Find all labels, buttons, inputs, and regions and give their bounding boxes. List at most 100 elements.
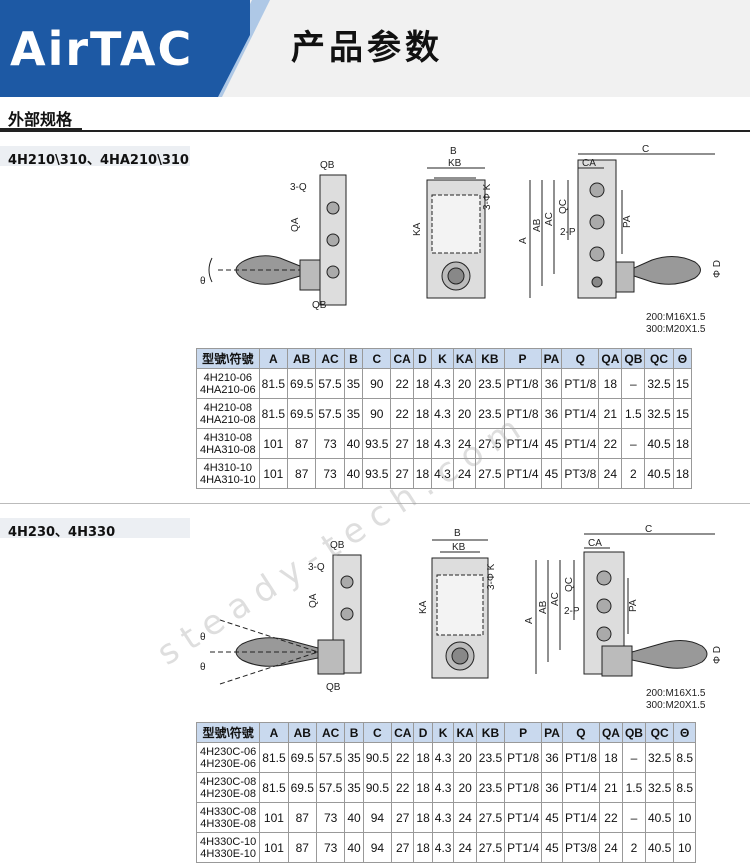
table-cell: 24 (452, 428, 477, 459)
table-header-cell: B (343, 348, 364, 369)
table-cell: 69.5 (287, 742, 317, 773)
table-header-cell: A (259, 722, 289, 743)
table-cell: 87 (287, 802, 317, 833)
table-cell: 18 (413, 832, 433, 863)
table-cell: 94 (362, 832, 393, 863)
table-cell: 73 (315, 428, 345, 459)
table-header-cell: AB (287, 722, 317, 743)
label-a: A (524, 617, 535, 624)
table-header-cell: QA (598, 348, 623, 369)
label-thread-300: 300:M20X1.5 (646, 324, 706, 335)
table-cell: 18 (672, 458, 693, 489)
table-header-cell: KB (475, 722, 506, 743)
model-code: 4H310-10 (203, 461, 252, 474)
table-header-cell: QC (644, 348, 674, 369)
label-pa: PA (622, 215, 633, 228)
front-view: B KB KA 3-Φ K (412, 146, 493, 299)
label-ca: CA (582, 158, 596, 169)
label-qa: QA (308, 593, 319, 608)
label-thread-200: 200:M16X1.5 (646, 688, 706, 699)
table-cell: PT1/8 (503, 368, 542, 399)
label-ab: AB (538, 600, 549, 614)
table-cell: – (621, 802, 646, 833)
table-cell: 18 (598, 368, 623, 399)
table-cell: 81.5 (259, 772, 289, 803)
table-cell: 21 (598, 398, 623, 429)
table-cell: PT1/4 (561, 398, 600, 429)
label-qc: QC (558, 199, 569, 214)
table-cell: 4.3 (431, 398, 454, 429)
table-header-cell: KB (475, 348, 505, 369)
model-code: 4H210-08 (203, 401, 252, 414)
table-cell: 27.5 (475, 802, 506, 833)
label-theta: θ (200, 276, 206, 287)
table-header-cell: 型號\符號 (196, 348, 260, 369)
table-header-cell: D (413, 722, 433, 743)
model-code: 4HA310-10 (200, 473, 256, 486)
table-header-cell: Θ (672, 348, 693, 369)
label-phi-k: 3-Φ K (482, 183, 493, 210)
table-cell: 15 (672, 368, 693, 399)
label-2p: 2-P (564, 606, 580, 617)
table-cell: 4.3 (431, 772, 455, 803)
table-cell: 93.5 (362, 458, 392, 489)
model-tab-1: 4H210\310、4HA210\310 (0, 146, 190, 168)
model-code: 4H330E-08 (200, 817, 256, 830)
table-cell: 40.5 (644, 428, 674, 459)
table-cell: 90 (362, 398, 392, 429)
label-3q: 3-Q (308, 562, 325, 573)
table-header-cell: CA (391, 722, 415, 743)
table-header-cell: A (258, 348, 289, 369)
table-cell: 22 (598, 802, 623, 833)
label-qb-bottom: QB (326, 682, 341, 693)
table-cell: 87 (287, 832, 317, 863)
table-cell: 27 (390, 458, 414, 489)
table-cell: 22 (390, 398, 414, 429)
table-header-cell: B (344, 722, 364, 743)
label-c: C (642, 144, 649, 155)
airtac-logo: AirTAC (10, 22, 194, 76)
table-header-cell: C (362, 348, 392, 369)
model-tab-2: 4H230、4H330 (0, 518, 190, 540)
table-header-cell: AB (287, 348, 317, 369)
model-code: 4HA310-08 (200, 443, 256, 456)
table-cell: PT1/4 (503, 458, 542, 489)
table-cell: 35 (343, 398, 364, 429)
table-cell: 35 (343, 368, 364, 399)
front-view: B KB KA 3-Φ K (418, 528, 497, 679)
label-ka: KA (412, 222, 423, 236)
model-code: 4H230C-08 (200, 775, 257, 788)
table-cell: 36 (540, 398, 563, 429)
table-header-cell: K (431, 348, 454, 369)
label-2p: 2-P (560, 227, 576, 238)
table-header-cell: 型號\符號 (195, 722, 261, 743)
table-cell: 20 (453, 742, 477, 773)
table-cell: 23.5 (475, 772, 506, 803)
label-theta-2: θ (200, 662, 206, 673)
table-cell: 40.5 (644, 802, 675, 833)
table-cell: 81.5 (258, 398, 289, 429)
side-view: QB 3-Q QA θ θ QB (200, 540, 362, 693)
label-ab: AB (532, 218, 543, 232)
table-cell: 24 (598, 458, 623, 489)
table-cell: 8.5 (673, 772, 697, 803)
label-ac: AC (544, 212, 555, 226)
table-cell: 18 (598, 742, 623, 773)
table-cell: 69.5 (287, 772, 317, 803)
label-3q: 3-Q (290, 182, 307, 193)
table-cell: – (621, 742, 646, 773)
table-cell: PT1/4 (503, 428, 542, 459)
label-ac: AC (550, 592, 561, 606)
table-cell: 22 (391, 772, 415, 803)
table-cell: 69.5 (287, 368, 317, 399)
label-kb: KB (452, 542, 466, 553)
